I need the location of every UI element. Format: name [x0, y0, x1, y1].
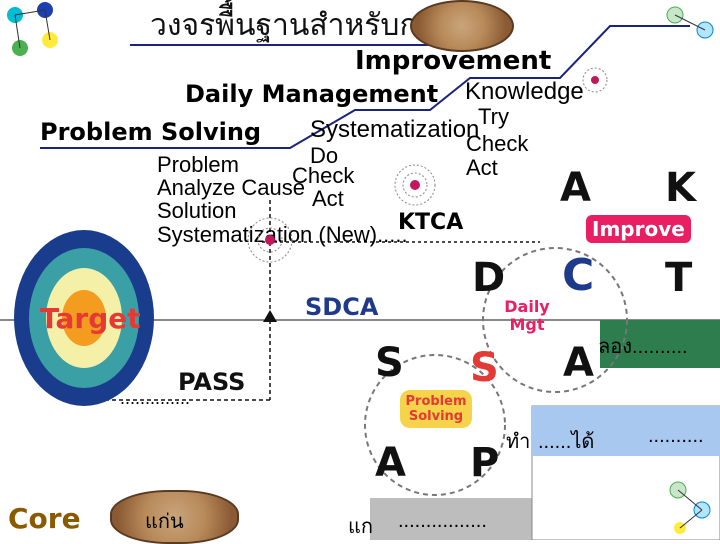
node-d: D	[472, 255, 506, 301]
get-box-label: ......ได้	[538, 431, 595, 453]
check-text-mid: Check	[292, 163, 355, 188]
check-text-top: Check	[466, 131, 529, 156]
node-c: C	[562, 250, 595, 301]
act-text-right: Act	[466, 155, 498, 180]
pass-dots: ..............	[120, 388, 191, 408]
pass-label: PASS	[178, 368, 246, 396]
step-analyze-cause: Analyze Cause	[157, 175, 305, 200]
target-icon	[14, 230, 154, 406]
problem-solving-small-label: Problem Solving	[400, 390, 472, 428]
ring-icon-small-2	[247, 217, 293, 263]
improve-label: Improve	[586, 215, 691, 243]
molecule-icon-top-left	[7, 2, 58, 56]
ring-icon-small-1	[394, 164, 436, 206]
daily-mgt-label: Daily Mgt	[504, 297, 550, 334]
node-a-mid: A	[563, 340, 594, 386]
fix-label: แก	[348, 516, 373, 538]
ktca-label: KTCA	[398, 210, 464, 235]
node-s-mid: S	[470, 345, 499, 391]
knowledge-text: Knowledge	[465, 78, 584, 105]
pdca-cycles	[364, 247, 628, 496]
wood-stump-image-top	[410, 0, 514, 52]
core-label: Core	[8, 502, 81, 535]
sdca-label: SDCA	[305, 293, 379, 321]
molecule-icon-bottom-right	[669, 481, 711, 534]
node-a-bottom: A	[375, 440, 406, 486]
try-text: Try	[478, 104, 509, 129]
try-box-label: ลอง..........	[598, 336, 688, 358]
improvement-banner: Improvement	[355, 46, 552, 76]
core-thai-label: แก่น	[145, 511, 184, 533]
ring-icon-small-3	[582, 67, 608, 93]
step-problem: Problem	[157, 152, 239, 177]
node-s-left: S	[375, 340, 404, 386]
act-text-mid: Act	[312, 186, 344, 211]
dots-box-label: ..........	[648, 425, 704, 447]
do-box-label: ทำ	[506, 431, 531, 453]
problem-solving-banner: Problem Solving	[40, 118, 262, 146]
daily-management-banner: Daily Management	[185, 80, 439, 108]
systematization-text: Systematization	[310, 116, 480, 143]
node-k-top: K	[665, 165, 696, 211]
do-text: Do	[310, 143, 339, 168]
step-solution: Solution	[157, 198, 237, 223]
node-a-top: A	[560, 165, 591, 211]
node-t: T	[665, 255, 693, 301]
target-label: Target	[40, 302, 141, 335]
fix-dots: ................	[398, 510, 487, 532]
step-systematization: Systematization (New).....	[157, 222, 408, 247]
node-p: P	[470, 440, 500, 486]
molecule-icon-top-right	[666, 6, 714, 39]
page-title: วงจรพืื้นฐานสำหรับการ	[130, 2, 481, 49]
